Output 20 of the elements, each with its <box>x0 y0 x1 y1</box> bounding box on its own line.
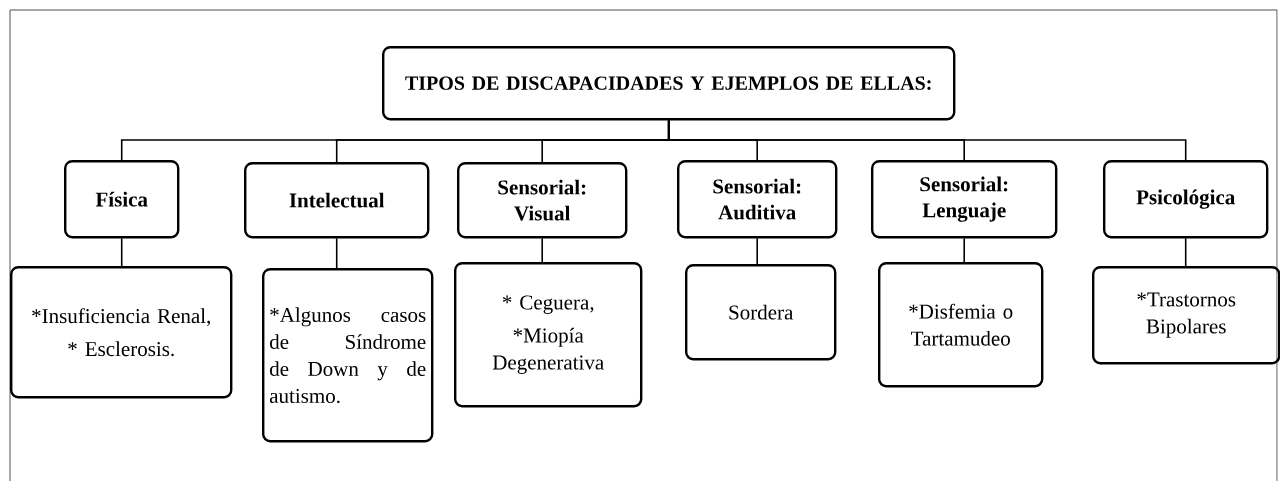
connector-line <box>120 237 123 267</box>
category-box: Psicológica <box>1103 160 1269 239</box>
category-box: Intelectual <box>244 162 430 239</box>
category-box: Sensorial: Visual <box>457 162 628 239</box>
category-box: Sensorial: Auditiva <box>677 160 838 239</box>
category-box: Sensorial: Lenguaje <box>871 160 1058 239</box>
example-box: * Ceguera, *Miopía Degenerativa <box>454 262 643 408</box>
example-box: *Trastornos Bipolares <box>1092 266 1280 365</box>
connector-line <box>963 237 965 263</box>
title-box: TIPOS DE DISCAPACIDADES Y EJEMPLOS DE ELLAS: <box>382 46 956 121</box>
connector-line <box>1184 237 1187 267</box>
connector-line <box>756 237 758 265</box>
category-box: Física <box>64 160 180 239</box>
example-box: Sordera <box>685 264 837 361</box>
example-box: *Disfemia o Tartamudeo <box>878 262 1044 388</box>
example-box: *Algunos casos de Síndrome de Down y de autismo. <box>262 268 434 443</box>
connector-line <box>335 237 338 269</box>
example-box: *Insuficiencia Renal, * Esclerosis. <box>10 266 233 399</box>
connector-line <box>541 237 543 263</box>
connector-line <box>667 119 1187 161</box>
